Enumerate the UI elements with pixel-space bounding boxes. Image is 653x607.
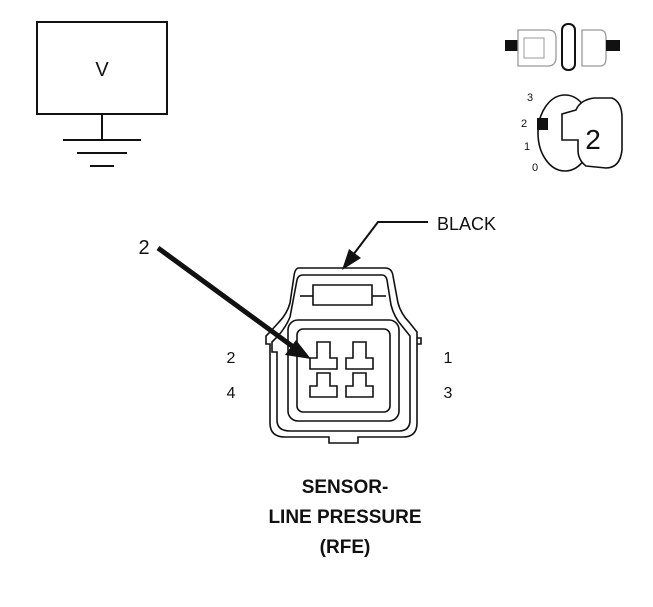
ignition-switch-icon: 3 2 1 0 2 <box>521 92 623 174</box>
ground-icon <box>63 114 141 167</box>
caption-line-2: LINE PRESSURE <box>268 507 422 528</box>
color-callout: BLACK <box>342 214 496 270</box>
switch-mark-0: 0 <box>532 162 538 174</box>
pin-arrowhead <box>285 340 311 359</box>
callout-arrowhead <box>342 249 361 270</box>
pin-number-top-right: 1 <box>444 350 453 367</box>
caption-line-1: SENSOR- <box>301 477 389 498</box>
pin-callout-label: 2 <box>138 237 149 259</box>
switch-mark-1: 1 <box>524 141 530 153</box>
connector-face <box>265 267 422 444</box>
voltmeter-symbol: V <box>36 21 168 167</box>
connector-disconnected-icon <box>505 23 620 71</box>
voltmeter-label: V <box>95 59 109 81</box>
switch-setting: 2 <box>585 124 601 155</box>
color-callout-label: BLACK <box>437 214 496 234</box>
terminal-cavities <box>309 341 374 398</box>
terminal-bottom-left <box>309 372 338 398</box>
terminal-top-right <box>345 341 374 370</box>
terminal-top-left <box>309 341 338 370</box>
caption-line-3: (RFE) <box>319 537 371 558</box>
terminal-bottom-right <box>345 372 374 398</box>
switch-mark-3: 3 <box>527 92 533 104</box>
switch-mark-2: 2 <box>521 118 527 130</box>
pin-number-bottom-left: 4 <box>227 385 236 402</box>
pin-callout: 2 <box>138 237 311 359</box>
pin-number-top-left: 2 <box>227 350 236 367</box>
pin-number-bottom-right: 3 <box>444 385 453 402</box>
